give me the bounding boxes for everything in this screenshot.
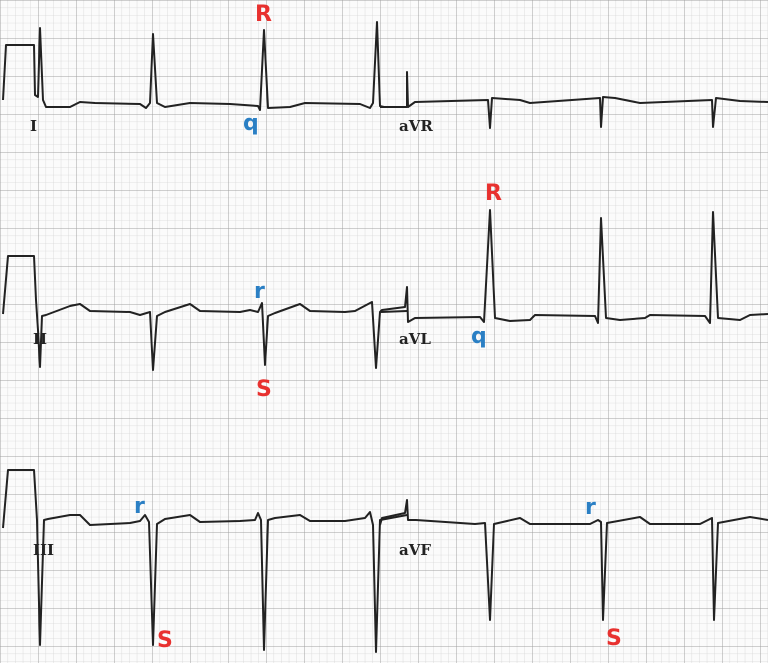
annotation-lead-avf-r: r	[585, 495, 596, 520]
lead-label-avr: aVR	[399, 117, 433, 135]
lead-label-ii: II	[33, 330, 48, 348]
annotation-lead-i-q: q	[243, 111, 259, 136]
lead-label-avf: aVF	[399, 541, 432, 559]
trace-lead-avf	[379, 499, 768, 621]
lead-label-avl: aVL	[399, 330, 431, 348]
annotation-lead-iii-S: S	[157, 628, 173, 653]
trace-lead-i	[2, 21, 407, 111]
trace-lead-iii	[2, 469, 408, 653]
annotation-lead-i-R: R	[255, 2, 272, 27]
lead-label-i: I	[30, 117, 38, 135]
annotation-lead-ii-r: r	[254, 279, 265, 304]
annotation-lead-avf-S: S	[606, 626, 622, 651]
annotation-lead-iii-r: r	[134, 494, 145, 519]
annotation-lead-ii-S: S	[256, 377, 272, 402]
annotation-lead-avl-R: R	[485, 181, 502, 206]
trace-lead-avr	[380, 71, 768, 129]
annotation-lead-avl-q: q	[471, 324, 487, 349]
ecg-traces	[2, 21, 768, 653]
lead-label-iii: III	[33, 541, 55, 559]
trace-lead-avl	[379, 209, 768, 324]
trace-lead-ii	[2, 255, 408, 371]
